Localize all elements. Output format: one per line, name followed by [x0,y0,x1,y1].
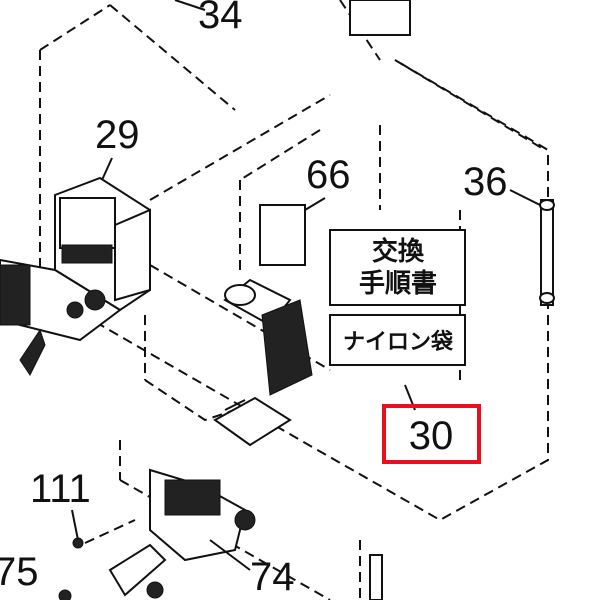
part-number-75: 75 [0,550,39,594]
part-number-34: 34 [198,0,243,37]
booklet-group: 交換 手順書 ナイロン袋 [329,229,466,366]
part-30-group: 30 [382,384,481,464]
nylon-bag [329,314,466,366]
part-number-111: 111 [30,467,91,511]
rod-36 [540,199,554,306]
part-number-30: 30 [409,414,454,458]
manual-title-line2: 手順書 [359,269,437,299]
part-number-74: 74 [250,555,295,599]
part-74-group: 74 [108,468,383,600]
manual-booklet [329,229,466,306]
roller-assembly [213,278,313,447]
part-75-group: 75 [0,550,72,600]
part-29-group: 29 [0,113,151,376]
manual-title-line1: 交換 [372,236,425,267]
part-36-group: 36 [463,160,555,306]
guide-lines [149,59,546,371]
part-34-top-component [349,0,411,36]
label-card-66 [259,204,306,266]
part-30-highlight-box [382,404,481,464]
part-number-36: 36 [463,160,508,204]
nylon-bag-label: ナイロン袋 [343,329,454,355]
part-66-group: 66 [259,153,351,266]
part-34-group: 34 [174,0,411,37]
part-number-29: 29 [95,113,140,157]
part-number-66: 66 [306,153,351,197]
part-111-group: 111 [30,467,136,549]
